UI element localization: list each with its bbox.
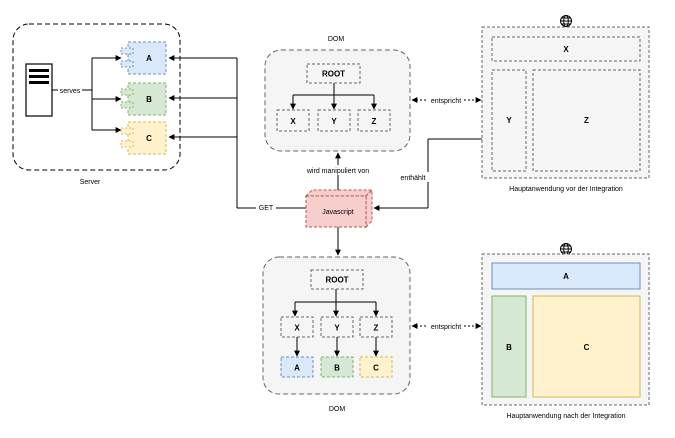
svg-text:Y: Y bbox=[506, 116, 512, 125]
dom-bottom-group: ROOT X Y Z A B C DOM bbox=[262, 256, 411, 413]
svg-text:Z: Z bbox=[374, 324, 379, 333]
dom-top-node-z: Z bbox=[357, 109, 391, 132]
serves-label: serves bbox=[60, 88, 81, 95]
svg-text:A: A bbox=[294, 364, 300, 373]
javascript-box: Javascript bbox=[304, 188, 374, 229]
component-a: A bbox=[120, 41, 167, 75]
server-icon bbox=[25, 63, 53, 117]
globe-icon bbox=[560, 15, 572, 27]
svg-text:Y: Y bbox=[334, 324, 340, 333]
svg-text:B: B bbox=[146, 95, 152, 104]
svg-text:A: A bbox=[146, 54, 152, 63]
component-c: C bbox=[120, 121, 167, 155]
dom-top-group: DOM ROOT X Y Z bbox=[264, 36, 411, 152]
svg-text:C: C bbox=[146, 134, 152, 143]
svg-text:X: X bbox=[290, 117, 296, 126]
app-after-region-b: B bbox=[491, 295, 527, 398]
svg-text:Z: Z bbox=[584, 116, 589, 125]
app-before-caption: Hauptanwendung vor der Integration bbox=[509, 186, 623, 193]
app-after-region-a: A bbox=[491, 262, 641, 290]
app-after-caption: Hauptanwendung nach der Integration bbox=[506, 413, 625, 420]
svg-text:C: C bbox=[373, 364, 379, 373]
dom-top-label: DOM bbox=[328, 36, 345, 43]
svg-text:X: X bbox=[563, 45, 569, 54]
dom-bottom-root: ROOT bbox=[310, 269, 364, 290]
corresponds-bottom-label: entspricht bbox=[431, 324, 461, 331]
dom-bottom-label: DOM bbox=[329, 406, 346, 413]
globe-icon bbox=[560, 243, 572, 255]
contains-label: enthählt bbox=[401, 175, 426, 182]
app-before-region-y: Y bbox=[491, 69, 527, 172]
svg-text:B: B bbox=[334, 364, 340, 373]
svg-text:C: C bbox=[584, 343, 590, 352]
server-group: Server serves A B C bbox=[12, 23, 181, 186]
app-after-region-c: C bbox=[532, 295, 641, 398]
corresponds-top-label: entspricht bbox=[431, 98, 461, 105]
app-before-group: X Y Z Hauptanwendung vor der Integration bbox=[481, 15, 650, 193]
dom-bottom-leaf-b: B bbox=[320, 356, 354, 378]
manipulated-label: wird manipuliert von bbox=[306, 168, 369, 175]
app-after-group: A B C Hauptanwendung nach der Integratio… bbox=[481, 243, 650, 420]
dom-bottom-node-z: Z bbox=[359, 316, 393, 338]
get-label: GET bbox=[259, 205, 274, 212]
dom-bottom-leaf-c: C bbox=[359, 356, 393, 378]
svg-text:ROOT: ROOT bbox=[325, 276, 348, 285]
app-before-region-z: Z bbox=[532, 69, 641, 172]
dom-top-node-y: Y bbox=[317, 109, 351, 132]
svg-text:ROOT: ROOT bbox=[322, 70, 345, 79]
app-before-region-x: X bbox=[491, 36, 641, 62]
svg-text:Z: Z bbox=[372, 117, 377, 126]
svg-text:X: X bbox=[294, 324, 300, 333]
svg-text:Y: Y bbox=[331, 117, 337, 126]
dom-bottom-leaf-a: A bbox=[280, 356, 314, 378]
dom-top-node-x: X bbox=[276, 109, 310, 132]
dom-top-root: ROOT bbox=[306, 63, 361, 84]
javascript-label: Javascript bbox=[322, 209, 354, 216]
component-b: B bbox=[120, 82, 167, 116]
svg-text:B: B bbox=[506, 343, 512, 352]
serves-edges bbox=[52, 55, 122, 133]
dom-bottom-node-y: Y bbox=[320, 316, 354, 338]
dom-bottom-node-x: X bbox=[280, 316, 314, 338]
svg-text:A: A bbox=[563, 272, 569, 281]
server-label: Server bbox=[80, 179, 101, 186]
